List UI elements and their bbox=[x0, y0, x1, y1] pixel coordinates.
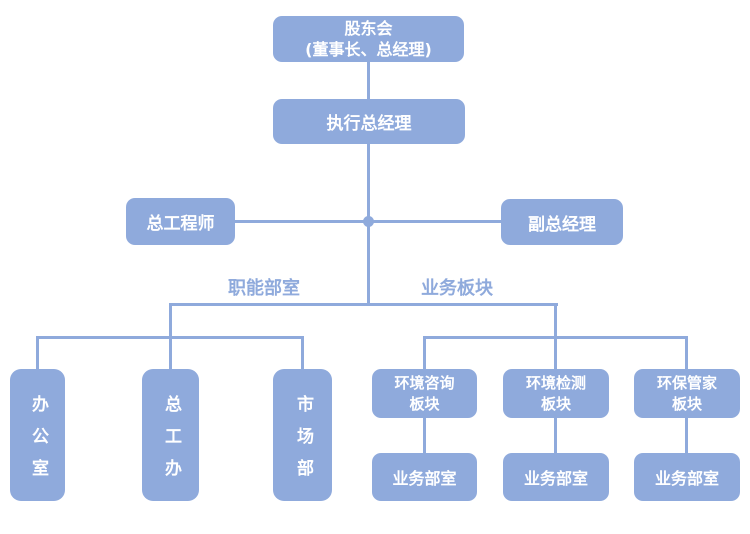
node-env-consulting-line2: 板块 bbox=[409, 394, 440, 413]
connector-drop-office bbox=[36, 336, 39, 369]
connector-drop-seg3 bbox=[685, 336, 688, 369]
connector-drop-marketing bbox=[301, 336, 304, 369]
node-business-dept-2-label: 业务部室 bbox=[523, 469, 588, 488]
node-shareholders-line2: (董事长、总经理) bbox=[305, 40, 432, 59]
branch-label-business: 业务板块 bbox=[421, 278, 493, 299]
junction-dot bbox=[363, 216, 374, 227]
connector-root-to-exec bbox=[367, 62, 370, 99]
connector-drop-seg1 bbox=[423, 336, 426, 369]
node-business-dept-1-label: 业务部室 bbox=[392, 469, 457, 488]
node-chief-engineer-office-label: 总工办 bbox=[161, 394, 181, 491]
node-business-dept-3-label: 业务部室 bbox=[654, 469, 719, 488]
node-env-housekeeper-segment: 环保管家 板块 bbox=[634, 369, 740, 418]
connector-business-horizontal bbox=[423, 336, 688, 339]
connector-seg2-to-dept bbox=[554, 418, 557, 453]
branch-label-functional: 职能部室 bbox=[228, 278, 300, 299]
node-business-dept-1: 业务部室 bbox=[372, 453, 477, 501]
connector-seg3-to-dept bbox=[685, 418, 688, 453]
node-chief-engineer: 总工程师 bbox=[126, 198, 235, 245]
connector-branch-split-horizontal bbox=[169, 303, 558, 306]
node-deputy-gm: 副总经理 bbox=[501, 199, 623, 245]
node-business-dept-2: 业务部室 bbox=[503, 453, 609, 501]
node-chief-engineer-label: 总工程师 bbox=[146, 214, 215, 234]
node-shareholders: 股东会 (董事长、总经理) bbox=[273, 16, 464, 62]
node-executive-gm: 执行总经理 bbox=[273, 99, 465, 144]
node-deputy-gm-label: 副总经理 bbox=[528, 214, 596, 235]
node-chief-engineer-office: 总工办 bbox=[142, 369, 199, 501]
connector-functional-horizontal bbox=[36, 336, 304, 339]
connector-seg1-to-dept bbox=[423, 418, 426, 453]
node-office-label: 办公室 bbox=[28, 394, 48, 491]
node-env-testing-line2: 板块 bbox=[540, 394, 571, 413]
node-env-testing-line1: 环境检测 bbox=[525, 373, 586, 392]
node-business-dept-3: 业务部室 bbox=[634, 453, 740, 501]
node-office: 办公室 bbox=[10, 369, 65, 501]
node-shareholders-line1: 股东会 bbox=[344, 19, 393, 38]
node-marketing-dept: 市场部 bbox=[273, 369, 332, 501]
node-env-consulting-segment: 环境咨询 板块 bbox=[372, 369, 477, 418]
node-env-consulting-line1: 环境咨询 bbox=[394, 373, 455, 392]
node-marketing-dept-label: 市场部 bbox=[293, 394, 313, 491]
node-executive-gm-label: 执行总经理 bbox=[326, 114, 412, 134]
node-env-housekeeper-line2: 板块 bbox=[671, 394, 702, 413]
node-env-housekeeper-line1: 环保管家 bbox=[656, 373, 717, 392]
node-env-testing-segment: 环境检测 板块 bbox=[503, 369, 609, 418]
